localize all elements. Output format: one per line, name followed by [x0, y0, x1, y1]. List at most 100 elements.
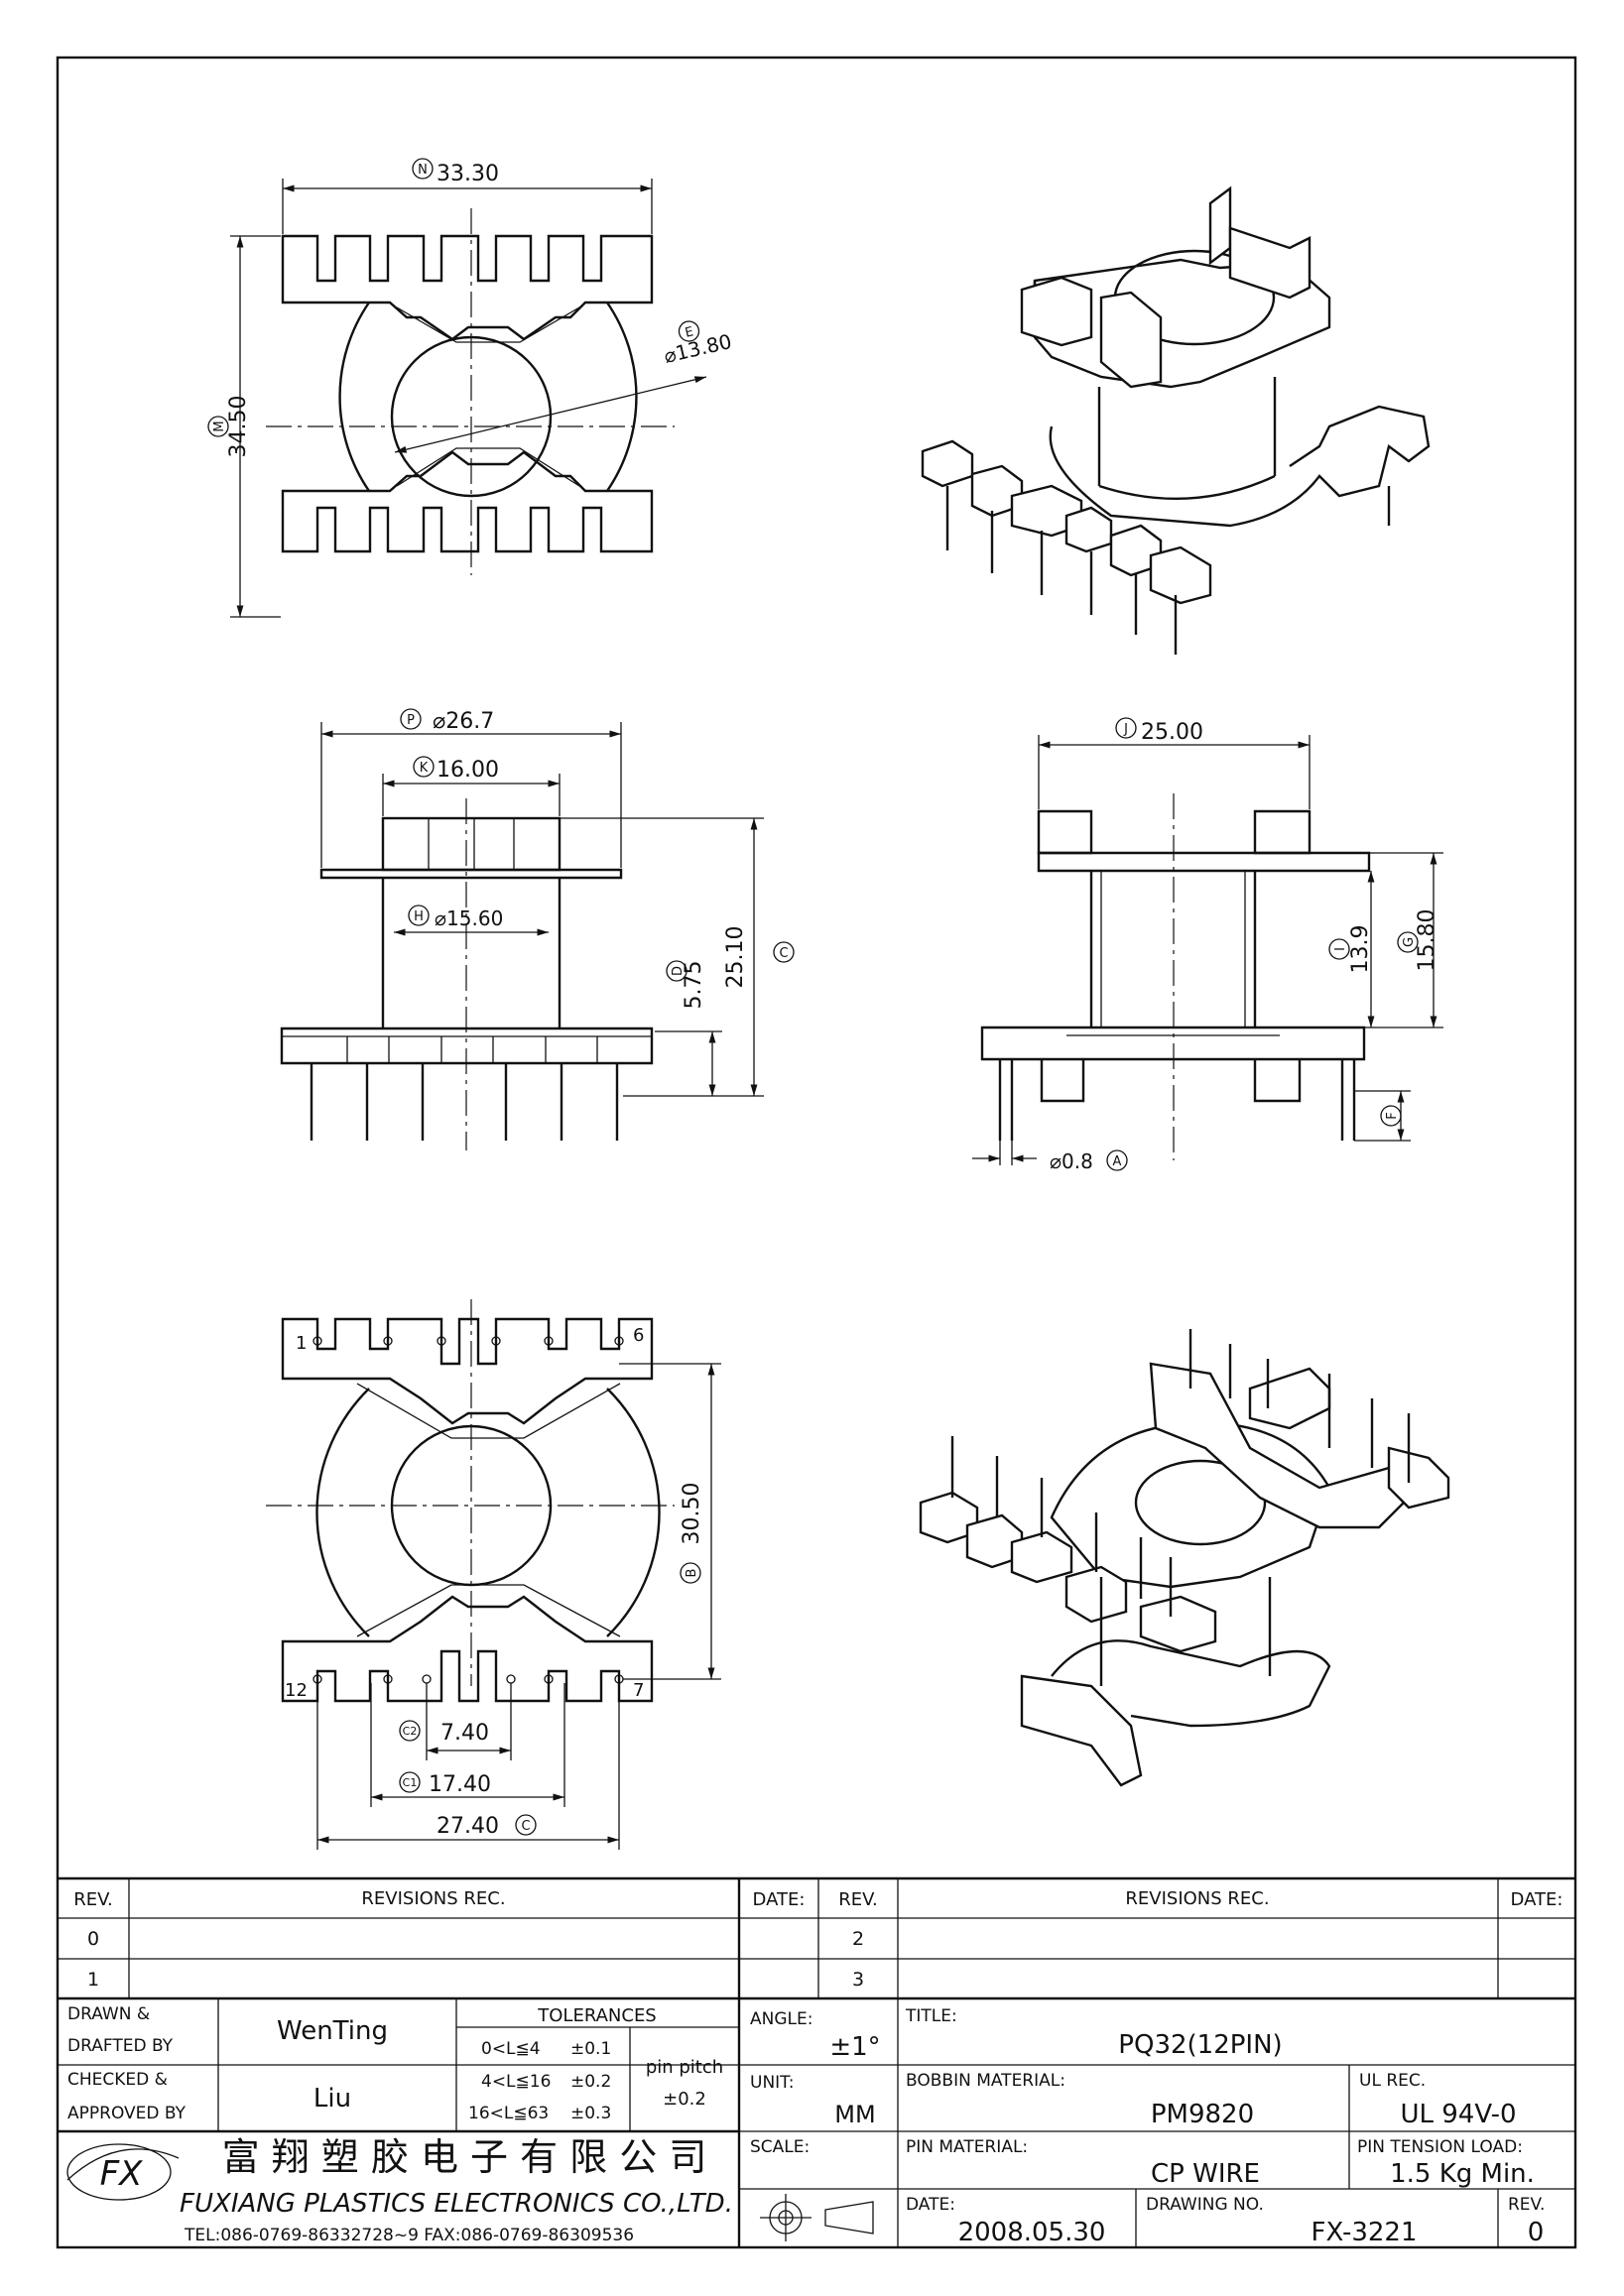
side-view	[972, 735, 1443, 1165]
tolerances-title: TOLERANCES	[537, 2005, 657, 2026]
dim-G: 15.80 G	[1397, 909, 1439, 972]
dim-letter-G: G	[1402, 937, 1417, 947]
checked-label-line1: CHECKED &	[67, 2070, 168, 2090]
dim-B: B 30.50	[680, 1483, 704, 1584]
checked-label-line2: APPROVED BY	[67, 2104, 187, 2123]
bobbin-material-label: BOBBIN MATERIAL:	[906, 2071, 1065, 2091]
date-label: DATE:	[906, 2195, 955, 2215]
isometric-view-bottom	[919, 1329, 1450, 1787]
dim-value-P: ⌀26.7	[433, 709, 494, 734]
pin-label-1: 1	[296, 1333, 307, 1354]
unit-label: UNIT:	[750, 2073, 794, 2093]
dim-letter-N: N	[418, 163, 428, 178]
date-value: 2008.05.30	[958, 2218, 1106, 2247]
dim-value-G: 15.80	[1415, 909, 1439, 972]
dim-C-bottom: 27.40 C	[437, 1814, 537, 1839]
dim-letter-E: E	[684, 324, 694, 340]
dim-letter-A: A	[1113, 1154, 1122, 1169]
unit-value: MM	[834, 2101, 875, 2128]
company-name-en: FUXIANG PLASTICS ELECTRONICS CO.,LTD.	[180, 2189, 733, 2219]
drawn-by-value: WenTing	[277, 2016, 388, 2046]
top-view	[230, 179, 707, 618]
drawn-label-line1: DRAWN &	[67, 2004, 150, 2024]
rev-row-2: 2	[852, 1928, 864, 1950]
dim-E: E ⌀13.80	[662, 320, 734, 368]
dim-value-C-height: 25.10	[723, 926, 748, 989]
dim-letter-H: H	[414, 909, 424, 924]
rev-value: 0	[1528, 2218, 1545, 2247]
dim-A: ⌀0.8 A	[1050, 1149, 1128, 1173]
pin-label-12: 12	[285, 1680, 308, 1701]
tol-range-0: 0<L≦4	[481, 2039, 541, 2059]
ul-rec-value: UL 94V-0	[1400, 2100, 1516, 2129]
dim-C2: C2 7.40	[399, 1720, 489, 1746]
title-block-grid	[58, 1998, 1575, 2247]
rev-header-right: REV.	[838, 1889, 878, 1910]
tol-range-1: 4<L≦16	[481, 2072, 551, 2092]
pin-tension-label: PIN TENSION LOAD:	[1357, 2137, 1523, 2157]
dim-letter-C-bottom: C	[521, 1819, 530, 1834]
drawing-no-value: FX-3221	[1311, 2218, 1417, 2247]
rev-label: REV.	[1508, 2195, 1545, 2215]
dim-letter-J: J	[1123, 722, 1128, 737]
pin-label-7: 7	[633, 1680, 644, 1701]
isometric-view-top	[921, 185, 1431, 655]
bottom-view	[266, 1299, 721, 1850]
logo-text: FX	[100, 2154, 144, 2194]
dim-C-height: 25.10	[723, 926, 748, 989]
dim-value-C1: 17.40	[429, 1772, 491, 1797]
dim-H: H ⌀15.60	[408, 905, 503, 930]
revision-table	[58, 1876, 1575, 2000]
pin-tension-value: 1.5 Kg Min.	[1390, 2159, 1535, 2189]
dim-value-H: ⌀15.60	[435, 906, 503, 930]
third-angle-projection-icon	[760, 2194, 874, 2241]
dim-letter-I: I	[1333, 947, 1348, 951]
dim-value-C: 27.40	[437, 1814, 499, 1839]
dim-value-M: 34.50	[226, 396, 251, 458]
rev-row-3: 3	[852, 1969, 864, 1991]
tol-range-2: 16<L≦63	[468, 2104, 549, 2123]
dim-letter-C: C	[779, 946, 788, 961]
dim-letter-P: P	[407, 713, 415, 728]
dim-M: M 34.50	[207, 396, 251, 458]
dim-D: 5.75 D	[666, 960, 706, 1009]
dim-value-N: 33.30	[437, 162, 499, 186]
drawing-no-label: DRAWING NO.	[1146, 2195, 1264, 2215]
dim-letter-K: K	[420, 761, 429, 776]
pin-label-6: 6	[633, 1325, 644, 1346]
company-contact: TEL:086-0769-86332728~9 FAX:086-0769-863…	[184, 2226, 634, 2245]
sheet-border	[56, 56, 1577, 2249]
date-header-left: DATE:	[753, 1889, 806, 1910]
checked-by-value: Liu	[313, 2084, 351, 2114]
dim-F: F	[1380, 1105, 1402, 1127]
dim-letter-D: D	[671, 966, 686, 976]
pin-pitch-label: pin pitch	[646, 2057, 723, 2078]
tol-value-1: ±0.2	[570, 2072, 611, 2092]
pin-pitch-tol: ±0.2	[663, 2089, 706, 2110]
rev-row-1: 1	[87, 1969, 99, 1991]
angle-value: ±1°	[829, 2032, 880, 2062]
tol-value-2: ±0.3	[570, 2104, 611, 2123]
rev-header-left: REV.	[73, 1889, 113, 1910]
title-value: PQ32(12PIN)	[1118, 2030, 1282, 2060]
dim-letter-B: B	[685, 1569, 699, 1578]
pin-material-value: CP WIRE	[1151, 2159, 1260, 2189]
dim-value-A: ⌀0.8	[1050, 1149, 1093, 1173]
dim-letter-C1: C1	[403, 1776, 418, 1789]
dim-J: J 25.00	[1115, 717, 1203, 745]
dim-C1: C1 17.40	[399, 1771, 491, 1797]
dim-value-J: 25.00	[1141, 720, 1203, 745]
dim-letter-M: M	[212, 421, 227, 431]
ul-rec-label: UL REC.	[1359, 2071, 1426, 2091]
revisions-header-left: REVISIONS REC.	[361, 1888, 505, 1909]
angle-label: ANGLE:	[750, 2009, 812, 2029]
drawn-label-line2: DRAFTED BY	[67, 2036, 174, 2056]
date-header-right: DATE:	[1511, 1889, 1563, 1910]
dim-I: 13.9 I	[1328, 925, 1373, 973]
dim-letter-C2: C2	[403, 1725, 418, 1738]
company-name-cn: 富 翔 塑 胶 电 子 有 限 公 司	[222, 2135, 707, 2179]
dim-value-C2: 7.40	[440, 1721, 489, 1746]
rev-row-0: 0	[87, 1928, 99, 1950]
tol-value-0: ±0.1	[570, 2039, 611, 2059]
